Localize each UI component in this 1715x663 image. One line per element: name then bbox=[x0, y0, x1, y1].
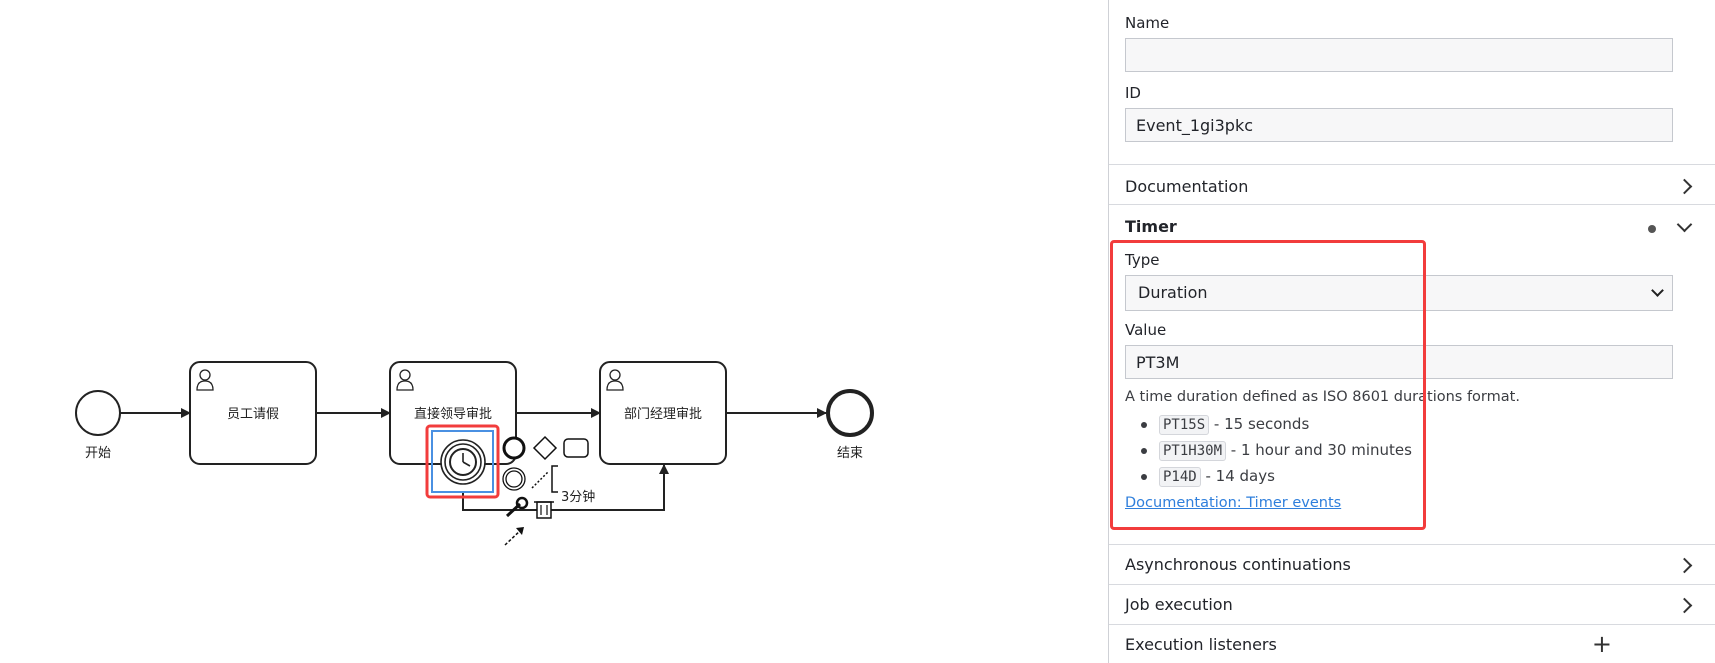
name-label: Name bbox=[1125, 14, 1170, 32]
append-gateway-icon[interactable] bbox=[532, 435, 558, 461]
example-item: PT15S - 15 seconds bbox=[1141, 415, 1309, 435]
timer-section: Timer Type Duration Value PT3M A time du… bbox=[1109, 204, 1715, 544]
timer-type-value: Duration bbox=[1138, 283, 1208, 302]
user-task-icon bbox=[606, 369, 624, 391]
task-label: 部门经理审批 bbox=[624, 407, 702, 422]
execution-listeners-title: Execution listeners bbox=[1125, 635, 1277, 654]
documentation-title: Documentation bbox=[1125, 177, 1249, 196]
append-task-icon[interactable] bbox=[563, 438, 589, 458]
append-intermediate-event-icon[interactable] bbox=[502, 467, 526, 491]
bpmn-canvas[interactable]: 开始 3分钟 员工请假 直接领导审批 部门经理审批 结束 bbox=[0, 0, 1100, 663]
wrench-icon[interactable] bbox=[505, 496, 529, 518]
select-arrow-icon bbox=[1651, 284, 1664, 297]
timer-doc-link[interactable]: Documentation: Timer events bbox=[1125, 495, 1342, 511]
documentation-section[interactable]: Documentation bbox=[1109, 164, 1715, 204]
text-annotation-icon[interactable] bbox=[531, 465, 558, 493]
example-item: PT1H30M - 1 hour and 30 minutes bbox=[1141, 441, 1412, 461]
job-execution-title: Job execution bbox=[1125, 595, 1233, 614]
task-label: 员工请假 bbox=[227, 407, 279, 422]
end-event-label: 结束 bbox=[837, 446, 863, 461]
timer-type-label: Type bbox=[1125, 251, 1160, 269]
selection-outline bbox=[431, 430, 494, 493]
id-input[interactable]: Event_1gi3pkc bbox=[1125, 108, 1673, 142]
chevron-right-icon bbox=[1676, 178, 1693, 195]
name-input[interactable] bbox=[1125, 38, 1673, 72]
timer-title[interactable]: Timer bbox=[1125, 217, 1177, 236]
clock-icon bbox=[449, 448, 477, 476]
context-pad bbox=[502, 435, 589, 546]
start-event[interactable] bbox=[75, 390, 121, 436]
chevron-right-icon bbox=[1676, 557, 1693, 574]
user-task-icon bbox=[396, 369, 414, 391]
add-icon[interactable]: + bbox=[1591, 630, 1612, 658]
async-section[interactable]: Asynchronous continuations bbox=[1109, 544, 1715, 584]
connect-icon[interactable] bbox=[504, 527, 524, 546]
task-employee-leave[interactable]: 员工请假 bbox=[189, 361, 317, 465]
task-direct-leader-approval[interactable]: 直接领导审批 bbox=[389, 361, 517, 465]
task-label: 直接领导审批 bbox=[414, 406, 492, 422]
chevron-right-icon bbox=[1676, 597, 1693, 614]
timer-flow[interactable] bbox=[462, 464, 669, 511]
properties-panel: Name ID Event_1gi3pkc Documentation Time… bbox=[1108, 0, 1715, 663]
chevron-down-icon[interactable] bbox=[1676, 216, 1693, 233]
timer-type-select[interactable]: Duration bbox=[1125, 275, 1673, 311]
timer-value-input[interactable]: PT3M bbox=[1125, 345, 1673, 379]
example-item: P14D - 14 days bbox=[1141, 467, 1275, 487]
timer-hint: A time duration defined as ISO 8601 dura… bbox=[1125, 389, 1520, 405]
timer-indicator-dot bbox=[1648, 225, 1656, 233]
start-event-label: 开始 bbox=[85, 446, 111, 461]
user-task-icon bbox=[196, 369, 214, 391]
timer-flow-label: 3分钟 bbox=[561, 489, 595, 505]
id-label: ID bbox=[1125, 84, 1141, 102]
async-title: Asynchronous continuations bbox=[1125, 555, 1351, 574]
trash-icon[interactable] bbox=[534, 501, 554, 519]
highlight-box bbox=[425, 424, 500, 499]
highlight-box bbox=[1110, 240, 1426, 530]
job-execution-section[interactable]: Job execution bbox=[1109, 584, 1715, 624]
execution-listeners-section[interactable]: Execution listeners + bbox=[1109, 624, 1715, 663]
boundary-timer-event[interactable] bbox=[440, 439, 486, 485]
task-dept-manager-approval[interactable]: 部门经理审批 bbox=[599, 361, 727, 465]
end-event[interactable] bbox=[826, 389, 874, 437]
append-end-event-icon[interactable] bbox=[502, 436, 526, 460]
timer-value-label: Value bbox=[1125, 321, 1167, 339]
